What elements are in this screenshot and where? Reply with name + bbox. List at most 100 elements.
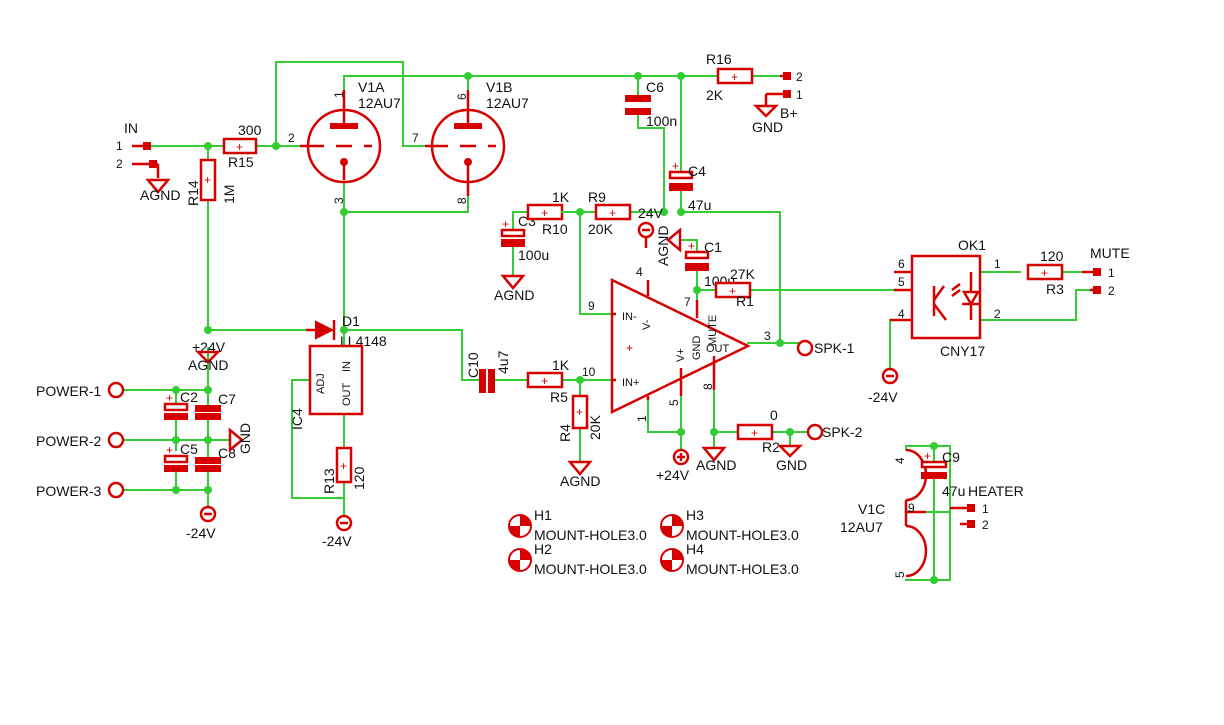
c4-value: 47u bbox=[688, 197, 711, 213]
c3-value: 100u bbox=[518, 247, 549, 263]
resistor-r16: + R16 2K bbox=[706, 51, 754, 103]
agnd-c1-label: AGND bbox=[655, 226, 671, 266]
resistor-r2: + 0 R2 bbox=[736, 407, 780, 455]
r16-value: 2K bbox=[706, 87, 724, 103]
tube-v1c-heater: V1C 12AU7 4 9 5 bbox=[840, 448, 928, 578]
heater-pin2-label: 2 bbox=[982, 518, 989, 532]
opamp-gnd: GND bbox=[691, 336, 703, 361]
svg-text:+: + bbox=[576, 405, 583, 419]
resistor-r9: + R9 20K bbox=[588, 189, 632, 237]
speaker-terminal-2: SPK-2 bbox=[806, 423, 863, 441]
wires bbox=[123, 61, 1091, 581]
opamp-pin9: 9 bbox=[588, 299, 595, 313]
agnd-label: AGND bbox=[140, 187, 180, 203]
resistor-r15: + 300 R15 2 bbox=[222, 122, 295, 170]
gnd-symbol-r2: GND bbox=[776, 444, 807, 473]
mute-connector: MUTE 1 2 bbox=[1082, 245, 1130, 298]
plus24-agnd-symbol: +24V AGND bbox=[188, 339, 228, 373]
ok1-pin5: 5 bbox=[898, 275, 905, 289]
svg-text:+: + bbox=[340, 459, 347, 473]
resistor-r1: + 27K R1 bbox=[714, 266, 756, 309]
mute-pin1-label: 1 bbox=[1108, 266, 1115, 280]
minus24-reg-label: -24V bbox=[322, 533, 352, 549]
svg-text:+: + bbox=[541, 374, 548, 388]
regulator-ic4: ADJ IN OUT IC4 bbox=[289, 344, 364, 430]
r5-name: R5 bbox=[550, 389, 568, 405]
svg-text:+: + bbox=[502, 217, 509, 231]
c2-name: C2 bbox=[180, 389, 198, 405]
c6-value: 100n bbox=[646, 113, 677, 129]
c9-value: 47u bbox=[942, 483, 965, 499]
svg-text:+: + bbox=[166, 443, 173, 457]
svg-text:+: + bbox=[204, 173, 211, 187]
opamp-in-minus: IN- bbox=[622, 311, 637, 323]
opamp-in-plus: IN+ bbox=[622, 377, 639, 389]
bplus-gnd-label: GND bbox=[752, 119, 783, 135]
d1-name: D1 bbox=[342, 313, 360, 329]
opamp-pin5: 5 bbox=[667, 399, 681, 406]
ic4-in: IN bbox=[341, 361, 353, 372]
ok1-pin1: 1 bbox=[994, 257, 1001, 271]
capacitor-c9: + C9 47u bbox=[920, 449, 965, 499]
r9-value: 20K bbox=[588, 221, 614, 237]
v1c-name: V1C bbox=[858, 501, 885, 517]
capacitor-c4: + C4 47u bbox=[668, 159, 711, 213]
capacitor-c2: + C2 bbox=[163, 389, 198, 420]
v1b-name: V1B bbox=[486, 79, 512, 95]
opamp-vminus: V- bbox=[641, 319, 653, 330]
power1-label: POWER-1 bbox=[36, 383, 102, 399]
v1a-cathode-pin: 3 bbox=[332, 197, 346, 204]
svg-text:+: + bbox=[1041, 266, 1048, 280]
r14-name: R14 bbox=[185, 180, 201, 206]
svg-text:+: + bbox=[751, 426, 758, 440]
junctions bbox=[172, 72, 938, 584]
agnd-symbol-c1: AGND bbox=[655, 226, 682, 266]
ok1-pin6: 6 bbox=[898, 257, 905, 271]
v1b-grid-pin: 7 bbox=[412, 131, 419, 145]
svg-text:+: + bbox=[688, 239, 695, 253]
v1a-anode-pin: 1 bbox=[332, 91, 346, 98]
h3-type: MOUNT-HOLE3.0 bbox=[686, 527, 799, 543]
v1a-grid-pin: 2 bbox=[288, 131, 295, 145]
v1c-pin5: 5 bbox=[893, 571, 907, 578]
svg-text:+: + bbox=[236, 140, 243, 154]
v1c-type: 12AU7 bbox=[840, 519, 883, 535]
power2-label: POWER-2 bbox=[36, 433, 102, 449]
capacitor-c1: + C1 100u bbox=[684, 239, 735, 289]
r13-value: 120 bbox=[351, 466, 367, 490]
opamp-pin4: 4 bbox=[636, 265, 643, 279]
r15-value: 300 bbox=[238, 122, 262, 138]
capacitor-c5: + C5 bbox=[163, 441, 198, 472]
resistor-r13: + R13 120 bbox=[321, 446, 367, 494]
heater-label: HEATER bbox=[968, 483, 1024, 499]
gnd-supply-label: GND bbox=[237, 423, 253, 454]
v1a-name: V1A bbox=[358, 79, 385, 95]
h2-type: MOUNT-HOLE3.0 bbox=[534, 561, 647, 577]
r3-name: R3 bbox=[1046, 281, 1064, 297]
mute-label: MUTE bbox=[1090, 245, 1130, 261]
h4-type: MOUNT-HOLE3.0 bbox=[686, 561, 799, 577]
minus24-symbol-opamp: 24V bbox=[637, 205, 664, 248]
resistor-r14: + R14 1M bbox=[185, 158, 237, 206]
ok1-pin4: 4 bbox=[898, 307, 905, 321]
opamp-vplus: V+ bbox=[675, 348, 687, 362]
opamp: IN- IN+ OUT MUTE GND V+ V- + 4 9 7 3 10 … bbox=[582, 265, 771, 422]
c10-value: 4u7 bbox=[495, 350, 511, 374]
c1-name: C1 bbox=[704, 239, 722, 255]
opamp-mute: MUTE bbox=[707, 315, 719, 346]
minus24-short-label: 24V bbox=[638, 205, 664, 221]
agnd-symbol-r4: AGND bbox=[560, 460, 600, 489]
svg-text:+: + bbox=[609, 206, 616, 220]
mount-hole-h4: H4 MOUNT-HOLE3.0 bbox=[660, 541, 799, 577]
mount-hole-h2: H2 MOUNT-HOLE3.0 bbox=[508, 541, 647, 577]
bplus-connector: 2 1 B+ GND bbox=[752, 70, 803, 135]
h1-type: MOUNT-HOLE3.0 bbox=[534, 527, 647, 543]
agnd-symbol-c3: AGND bbox=[494, 274, 534, 303]
input-connector: IN 1 2 bbox=[116, 120, 160, 178]
resistor-r3: + 120 R3 bbox=[1026, 248, 1064, 297]
gnd-r2-label: GND bbox=[776, 457, 807, 473]
resistor-r10: + 1K R10 bbox=[526, 189, 581, 237]
c7-name: C7 bbox=[218, 391, 236, 407]
mount-hole-h1: H1 MOUNT-HOLE3.0 bbox=[508, 507, 647, 543]
